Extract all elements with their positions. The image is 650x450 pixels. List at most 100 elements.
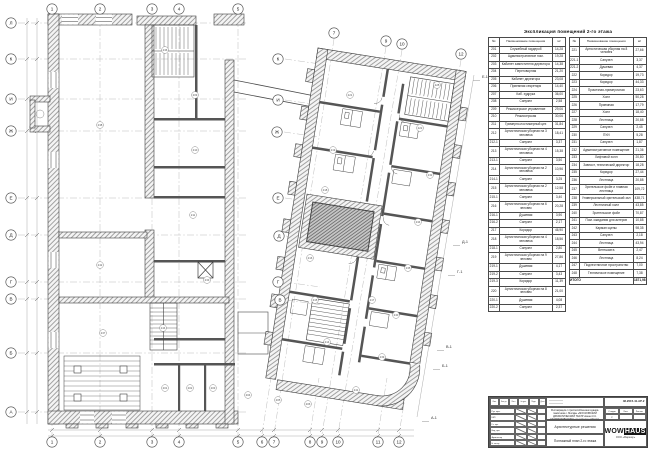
room-number-cell: 218-1 bbox=[488, 244, 500, 254]
col-number: № bbox=[488, 36, 500, 47]
room-name-cell: Лифтовой холл bbox=[579, 153, 634, 163]
table-header-row: № Наименование помещения м² bbox=[568, 36, 647, 47]
room-area-cell: 23,08 bbox=[552, 75, 566, 84]
stair-top bbox=[151, 24, 195, 78]
room-number: 216 bbox=[308, 256, 313, 260]
axis-line bbox=[309, 377, 320, 435]
room-name-cell: Каб. худрука bbox=[498, 90, 553, 99]
axis-label: Д bbox=[277, 234, 281, 239]
stage-shaft bbox=[298, 193, 383, 260]
room-number: 202 bbox=[188, 386, 193, 390]
room-number-cell: 222 bbox=[568, 71, 580, 80]
room-number-cell: 228 bbox=[568, 116, 580, 125]
room-number-cell: 216-1 bbox=[488, 211, 500, 221]
room-name-cell: Вентшахта bbox=[579, 246, 634, 256]
room-name-cell: Лестница bbox=[579, 254, 634, 263]
room-number-cell: 220-1 bbox=[488, 296, 500, 305]
axis-bubble bbox=[94, 3, 106, 15]
role-label: Архитектор bbox=[490, 433, 515, 440]
room-circle bbox=[96, 261, 104, 269]
room-number-cell: 238 bbox=[568, 194, 580, 203]
axis-bubble bbox=[46, 3, 58, 15]
room-name-cell: Административное пом. bbox=[498, 53, 553, 62]
wing-partitions bbox=[281, 68, 448, 376]
room-number: 234 bbox=[416, 220, 421, 224]
room-circle bbox=[321, 186, 329, 194]
room-number: 239 bbox=[380, 355, 385, 359]
room-name-cell: Артистическая уборная на 6 человек bbox=[498, 200, 553, 213]
signature-mark bbox=[527, 427, 537, 434]
axis-label: 8 bbox=[309, 440, 312, 445]
dimension-lines bbox=[26, 18, 475, 437]
room-area-cell: 27,66 bbox=[632, 45, 647, 58]
sanitary-rooms bbox=[289, 108, 420, 365]
axis-bubble bbox=[272, 192, 284, 204]
room-name-cell: Режиссерское управление bbox=[498, 105, 553, 114]
room-number-cell: 220 bbox=[488, 285, 500, 298]
room-number: 219 bbox=[331, 148, 336, 152]
room-number-cell: 216-2 bbox=[488, 219, 500, 228]
room-area-cell: 18,28 bbox=[632, 161, 647, 170]
floor-plan: ЛКИЖЕДГВБА12345791012123456789101112КИЖЕ… bbox=[5, 3, 488, 448]
room-area-cell: 18,56 bbox=[552, 234, 566, 246]
room-number: 204 bbox=[246, 393, 251, 397]
axis-label: 7 bbox=[273, 440, 276, 445]
axis-label: 12 bbox=[396, 440, 402, 445]
room-schedule: Экспликация помещений 2-го этажа № Наиме… bbox=[488, 29, 648, 313]
room-name-cell: Коридор bbox=[579, 78, 634, 88]
room-number: 205 bbox=[276, 398, 281, 402]
axis-label: Е bbox=[9, 196, 12, 201]
room-circle bbox=[99, 329, 107, 337]
room-name-cell: Артистическая уборная на 4 человека bbox=[498, 234, 553, 246]
room-name-cell: Санузел bbox=[498, 303, 553, 313]
room-number-cell: 220-2 bbox=[488, 303, 500, 313]
room-name-cell: Санузел bbox=[579, 138, 634, 148]
stage-label: Стадия bbox=[605, 408, 619, 414]
room-circle bbox=[186, 384, 194, 392]
axis-bubble bbox=[5, 125, 17, 137]
room-circle bbox=[203, 276, 211, 284]
axis-ref-label: В-1 bbox=[446, 345, 452, 349]
role-label: Вед. арх. bbox=[490, 427, 515, 434]
room-name-cell: Артистическая уборная на 2 человека bbox=[498, 164, 553, 177]
room-circle bbox=[161, 384, 169, 392]
room-number: 236 bbox=[163, 48, 168, 52]
axis-label: В bbox=[278, 298, 281, 303]
axis-label: 10 bbox=[399, 42, 405, 47]
room-area-cell: 20,88 bbox=[632, 116, 647, 125]
date-cell bbox=[537, 427, 545, 434]
room-number: 206 bbox=[306, 402, 311, 406]
room-circle bbox=[159, 324, 167, 332]
room-number-cell: 239 bbox=[568, 201, 580, 211]
axis-bubble bbox=[5, 17, 17, 29]
room-name-cell: Коридор bbox=[579, 71, 634, 80]
room-name-cell: Приемная секретаря bbox=[498, 83, 553, 92]
axis-label: В bbox=[9, 297, 12, 302]
room-area-cell: 3,37 bbox=[632, 56, 647, 65]
room-name-cell: Санузел bbox=[498, 270, 553, 279]
room-name-cell: Коридор bbox=[579, 168, 634, 178]
role-label: ГАП bbox=[490, 414, 515, 421]
room-circle bbox=[392, 311, 400, 319]
room-number-cell: 208 bbox=[488, 98, 500, 107]
room-number-cell: 232 bbox=[568, 146, 580, 155]
room-number-cell: 244 bbox=[568, 239, 580, 248]
room-area-cell: 18,40 bbox=[632, 108, 647, 118]
room-number-cell: 218 bbox=[488, 234, 500, 246]
room-area-cell: 30,06 bbox=[552, 113, 566, 122]
axis-bubble bbox=[268, 436, 280, 448]
room-area-cell: 4,08 bbox=[552, 296, 566, 305]
